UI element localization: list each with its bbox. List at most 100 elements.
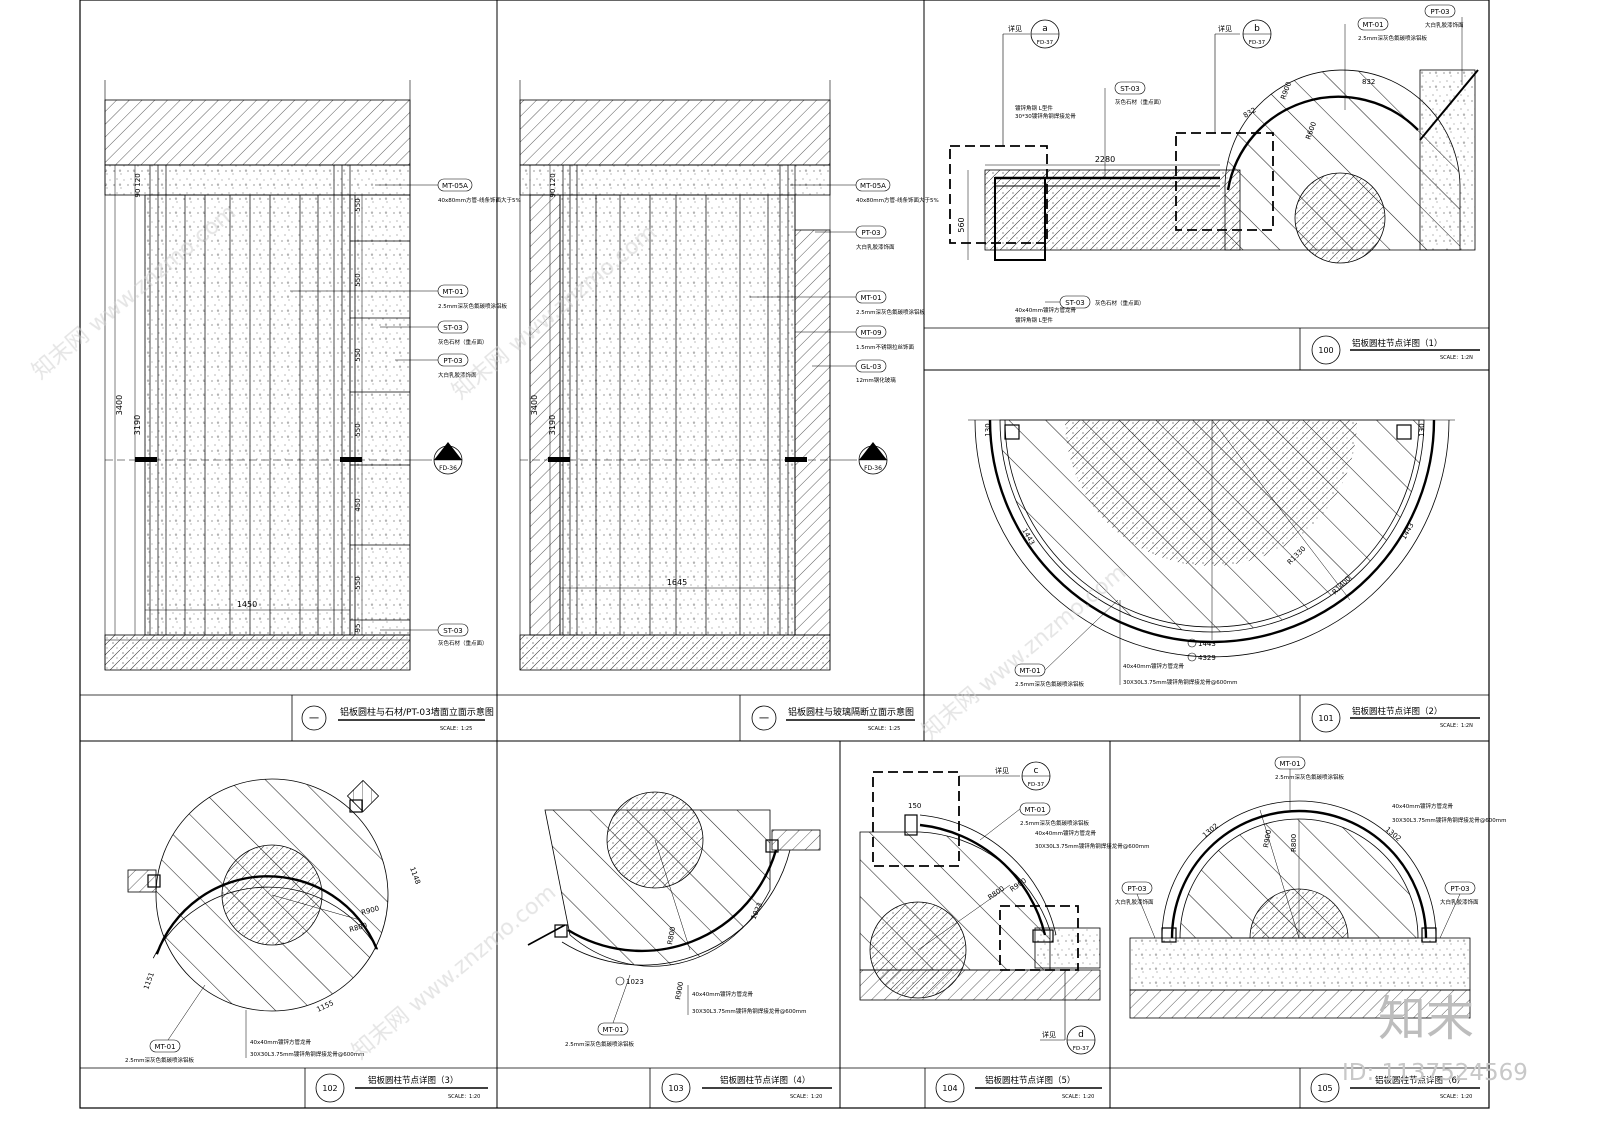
svg-text:d: d <box>1078 1030 1084 1040</box>
detail-panel-100: 2280 560 832 832 R900 R600 详见 a FD-37 详见… <box>924 4 1489 370</box>
svg-text:PT-03: PT-03 <box>861 229 880 237</box>
dim-150: 150 <box>908 802 921 810</box>
svg-text:FD-37: FD-37 <box>1037 40 1054 46</box>
svg-text:大白乳胶漆饰面: 大白乳胶漆饰面 <box>1115 898 1154 906</box>
elevation-panel-2: 3400 3190 120 90 1645 MT-05A 40x80mm方管-线… <box>497 80 939 741</box>
panel-title: 铝板圆柱与玻璃隔断立面示意图 <box>788 706 914 718</box>
dim-560: 560 <box>957 217 966 232</box>
detail-panel-102: R900 R800 1148 1151 1155 MT-01 2.5mm深灰色氟… <box>80 778 497 1108</box>
callout-gl03: GL-03 12mm钢化玻璃 <box>812 359 896 384</box>
title-num: 一 <box>309 714 319 725</box>
svg-text:大白乳胶漆饰面: 大白乳胶漆饰面 <box>438 371 477 379</box>
dim-1302-a: 1302 <box>1201 822 1220 840</box>
title-num: 103 <box>668 1084 683 1093</box>
title-block-103: 103 铝板圆柱节点详图（4） SCALE：1:20 <box>497 1067 840 1108</box>
panel-scale: SCALE：1:25 <box>868 726 900 732</box>
title-num: 一 <box>759 714 769 725</box>
detail-notes: 40x40mm镀锌方管龙骨 30X30L3.75mm镀锌角钢焊接龙骨@600mm <box>687 985 807 1015</box>
svg-text:GL-03: GL-03 <box>861 363 882 371</box>
callout-mt01: MT-01 2.5mm深灰色氟碳喷涂铝板 <box>750 290 925 316</box>
svg-text:MT-01: MT-01 <box>1279 760 1300 768</box>
svg-text:ST-03: ST-03 <box>443 627 463 635</box>
svg-text:FD-37: FD-37 <box>1028 782 1045 788</box>
svg-text:大白乳胶漆饰面: 大白乳胶漆饰面 <box>1440 898 1479 906</box>
dim-550-4: 550 <box>354 423 362 436</box>
detail-ref-c[interactable]: 详见 c FD-37 <box>959 761 1051 791</box>
svg-text:PT-03: PT-03 <box>1450 885 1469 893</box>
title-block-105: 105 铝板圆柱节点详图（6） SCALE：1:20 <box>1110 1067 1489 1108</box>
dim-550-3: 550 <box>354 348 362 361</box>
svg-text:2.5mm深灰色氟碳喷涂铝板: 2.5mm深灰色氟碳喷涂铝板 <box>438 302 507 310</box>
panel-scale: SCALE：1:20 <box>1062 1094 1094 1100</box>
title-block-102: 102 铝板圆柱节点详图（3） SCALE：1:20 <box>80 1067 497 1108</box>
svg-text:镀锌角钢 L型件: 镀锌角钢 L型件 <box>1015 104 1053 112</box>
dim-832-b: 832 <box>1362 78 1375 86</box>
svg-text:ST-03: ST-03 <box>1120 85 1140 93</box>
dim-r800: R800 <box>666 926 677 945</box>
callout-mt09: MT-09 1.5mm不锈钢拉丝饰面 <box>795 325 914 351</box>
svg-text:MT-09: MT-09 <box>860 329 881 337</box>
dim-550-1: 550 <box>354 198 362 211</box>
svg-text:2.5mm深灰色氟碳喷涂铝板: 2.5mm深灰色氟碳喷涂铝板 <box>565 1040 634 1048</box>
dim-3190: 3190 <box>548 415 557 435</box>
section-marker-100[interactable]: 100 FD-36 <box>410 442 463 475</box>
detail-ref-d[interactable]: 详见 d FD-37 <box>1040 970 1096 1055</box>
dim-1450: 1450 <box>237 600 257 609</box>
svg-text:FD-36: FD-36 <box>439 465 457 472</box>
svg-text:MT-01: MT-01 <box>154 1043 175 1051</box>
svg-text:40x80mm方管-线条饰面大于5%: 40x80mm方管-线条饰面大于5% <box>438 196 521 204</box>
svg-text:c: c <box>1034 766 1039 776</box>
elevation-panel-1: 3400 3190 120 90 1450 550 550 550 550 45… <box>80 80 521 741</box>
callout-mt05a: MT-05A 40x80mm方管-线条饰面大于5% <box>790 178 939 204</box>
callout-mt01: MT-01 2.5mm深灰色氟碳喷涂铝板 <box>1344 17 1427 110</box>
panel-title: 铝板圆柱节点详图（6） <box>1375 1075 1465 1086</box>
dim-120: 120 <box>549 173 557 186</box>
svg-text:FD-37: FD-37 <box>1073 1046 1090 1052</box>
callout-mt01: MT-01 2.5mm深灰色氟碳喷涂铝板 <box>1014 599 1119 688</box>
title-block-104: 104 铝板圆柱节点详图（5） SCALE：1:20 <box>840 1067 1110 1108</box>
detail-panel-101: 130 130 1443 1443 R1330 R1400 1443 4329 … <box>924 419 1489 741</box>
detail-ref-b[interactable]: 详见 b FD-37 <box>1214 19 1272 133</box>
callout-pt03: PT-03 大白乳胶漆饰面 <box>815 225 895 251</box>
svg-text:2.5mm深灰色氟碳喷涂铝板: 2.5mm深灰色氟碳喷涂铝板 <box>1015 680 1084 688</box>
panel-title: 铝板圆柱节点详图（2） <box>1352 706 1442 717</box>
dim-90: 90 <box>549 189 557 198</box>
id-label: ID: 1137524569 <box>1342 1060 1528 1086</box>
svg-text:MT-01: MT-01 <box>1362 21 1383 29</box>
dim-90: 90 <box>134 189 142 198</box>
svg-text:30*30镀锌角钢焊接龙骨: 30*30镀锌角钢焊接龙骨 <box>1015 112 1076 120</box>
svg-text:2.5mm深灰色氟碳喷涂铝板: 2.5mm深灰色氟碳喷涂铝板 <box>1358 34 1427 42</box>
panel-title: 铝板圆柱节点详图（4） <box>720 1075 810 1086</box>
svg-text:详见: 详见 <box>1008 24 1022 33</box>
svg-text:灰色石材（重点面）: 灰色石材（重点面） <box>438 338 488 346</box>
svg-text:30X30L3.75mm镀锌角钢焊接龙骨@600mm: 30X30L3.75mm镀锌角钢焊接龙骨@600mm <box>1035 842 1150 850</box>
svg-text:40x40mm镀锌方管龙骨: 40x40mm镀锌方管龙骨 <box>692 990 753 998</box>
dim-550-5: 550 <box>354 576 362 589</box>
svg-text:详见: 详见 <box>1042 1030 1056 1039</box>
callout-pt03-right: PT-03 大白乳胶漆饰面 <box>1439 881 1479 939</box>
svg-text:大白乳胶漆饰面: 大白乳胶漆饰面 <box>1425 21 1464 29</box>
dim-1023-a: 1023 <box>626 978 644 986</box>
svg-text:灰色石材（重点面）: 灰色石材（重点面） <box>1095 299 1145 307</box>
svg-text:大白乳胶漆饰面: 大白乳胶漆饰面 <box>856 243 895 251</box>
section-marker-101[interactable]: 101 FD-36 <box>830 442 888 475</box>
svg-text:2.5mm深灰色氟碳喷涂铝板: 2.5mm深灰色氟碳喷涂铝板 <box>1275 773 1344 781</box>
panel-scale: SCALE：1:2N <box>1440 355 1473 361</box>
panel-title: 铝板圆柱节点详图（5） <box>985 1075 1075 1086</box>
dim-450: 450 <box>354 498 362 511</box>
dim-3400: 3400 <box>530 395 539 415</box>
svg-text:MT-01: MT-01 <box>442 288 463 296</box>
dim-r800: R800 <box>1290 834 1298 852</box>
callout-st03-lower: ST-03 灰色石材（重点面） <box>380 623 488 647</box>
title-num: 100 <box>1318 346 1333 355</box>
stone-joints <box>350 240 410 621</box>
dim-1151: 1151 <box>142 971 156 990</box>
dim-120: 120 <box>134 173 142 186</box>
callout-st03-bottom: ST-03 灰色石材（重点面） <box>1045 295 1145 309</box>
callout-mt01: MT-01 2.5mm深灰色氟碳喷涂铝板 <box>979 802 1089 841</box>
svg-text:30X30L3.75mm镀锌角钢焊接龙骨@600mm: 30X30L3.75mm镀锌角钢焊接龙骨@600mm <box>1392 816 1507 824</box>
detail-ref-a[interactable]: 详见 a FD-37 <box>1002 19 1060 146</box>
dim-r900: R900 <box>674 981 685 1000</box>
detail-notes: 40x40mm镀锌方管龙骨 30X30L3.75mm镀锌角钢焊接龙骨@600mm <box>245 1010 365 1058</box>
title-num: 105 <box>1317 1084 1332 1093</box>
